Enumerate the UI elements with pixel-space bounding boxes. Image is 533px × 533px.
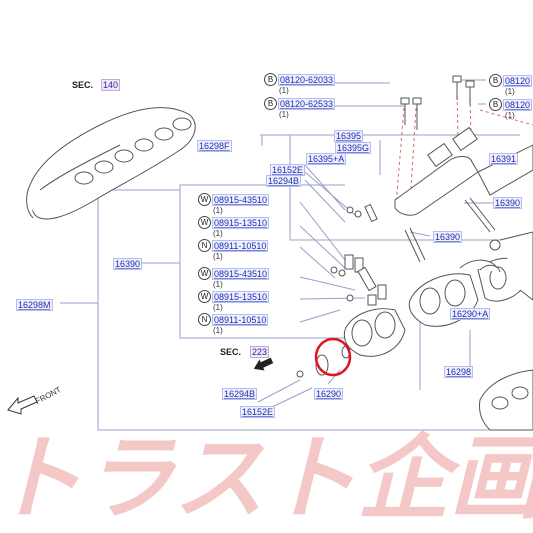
section-label: SEC.: [220, 347, 242, 357]
part-link-08911-10510[interactable]: 08911-10510: [212, 240, 269, 252]
marker-circle: N: [198, 313, 211, 326]
marker-circle: B: [489, 98, 502, 111]
quantity-label: (1): [505, 87, 515, 96]
marker-circle: W: [198, 193, 211, 206]
part-link-08120-b[interactable]: 08120: [503, 99, 533, 111]
part-link-16395a[interactable]: 16395+A: [306, 153, 347, 165]
injector-parts: [330, 197, 496, 306]
throttle-bodies: [343, 231, 533, 357]
marker-circle: W: [198, 290, 211, 303]
fuel-rail-assembly: [394, 75, 533, 216]
quantity-label: (1): [213, 252, 223, 261]
marker-circle: B: [489, 74, 502, 87]
quantity-label: (1): [213, 303, 223, 312]
quantity-label: (1): [213, 206, 223, 215]
part-link-08911-10510-b[interactable]: 08911-10510: [212, 314, 269, 326]
part-link-16391[interactable]: 16391: [489, 153, 519, 165]
part-link-16390-mid[interactable]: 16390: [433, 231, 463, 243]
part-link-08120-62533[interactable]: 08120-62533: [278, 98, 336, 110]
watermark-logo: トラスト企画: [0, 425, 533, 532]
marker-circle: B: [264, 97, 277, 110]
part-link-16290a[interactable]: 16290+A: [450, 308, 491, 320]
quantity-label: (1): [213, 326, 223, 335]
part-link-16290[interactable]: 16290: [314, 388, 344, 400]
part-link-08120-62033[interactable]: 08120-62033: [278, 74, 336, 86]
marker-circle: B: [264, 73, 277, 86]
front-arrow: [7, 395, 38, 415]
section-label: SEC.: [72, 80, 94, 90]
part-link-16294b-bottom[interactable]: 16294B: [222, 388, 258, 400]
marker-circle: W: [198, 216, 211, 229]
part-link-08915-43510[interactable]: 08915-43510: [212, 194, 270, 206]
marker-circle: W: [198, 267, 211, 280]
part-link-08915-43510-b[interactable]: 08915-43510: [212, 268, 270, 280]
part-link-16390-right[interactable]: 16390: [493, 197, 523, 209]
section-arrow: [253, 357, 274, 371]
quantity-label: (1): [279, 110, 289, 119]
part-link-08915-13510-b[interactable]: 08915-13510: [212, 291, 270, 303]
intake-manifold: [26, 107, 196, 220]
watermark-text: トラスト企画: [0, 425, 533, 532]
part-link-16395[interactable]: 16395: [334, 130, 364, 142]
marker-circle: N: [198, 239, 211, 252]
part-link-16390-left[interactable]: 16390: [113, 258, 143, 270]
section-number-link[interactable]: 223: [250, 346, 270, 358]
quantity-label: (1): [213, 229, 223, 238]
quantity-label: (1): [505, 111, 515, 120]
part-link-16298f[interactable]: 16298F: [197, 140, 232, 152]
quantity-label: (1): [213, 280, 223, 289]
quantity-label: (1): [279, 86, 289, 95]
highlight-circle: [314, 337, 352, 377]
part-link-16298[interactable]: 16298: [444, 366, 474, 378]
callout-frame-lines: [60, 79, 533, 431]
part-link-16395g[interactable]: 16395G: [335, 142, 372, 154]
part-link-08120-a[interactable]: 08120: [503, 75, 533, 87]
part-link-16298m[interactable]: 16298M: [16, 299, 53, 311]
lower-manifold: [479, 369, 533, 431]
section-number-link[interactable]: 140: [101, 79, 121, 91]
part-link-08915-13510[interactable]: 08915-13510: [212, 217, 270, 229]
part-link-16152e-bottom[interactable]: 16152E: [240, 406, 276, 418]
part-link-16294b-top[interactable]: 16294B: [266, 175, 302, 187]
